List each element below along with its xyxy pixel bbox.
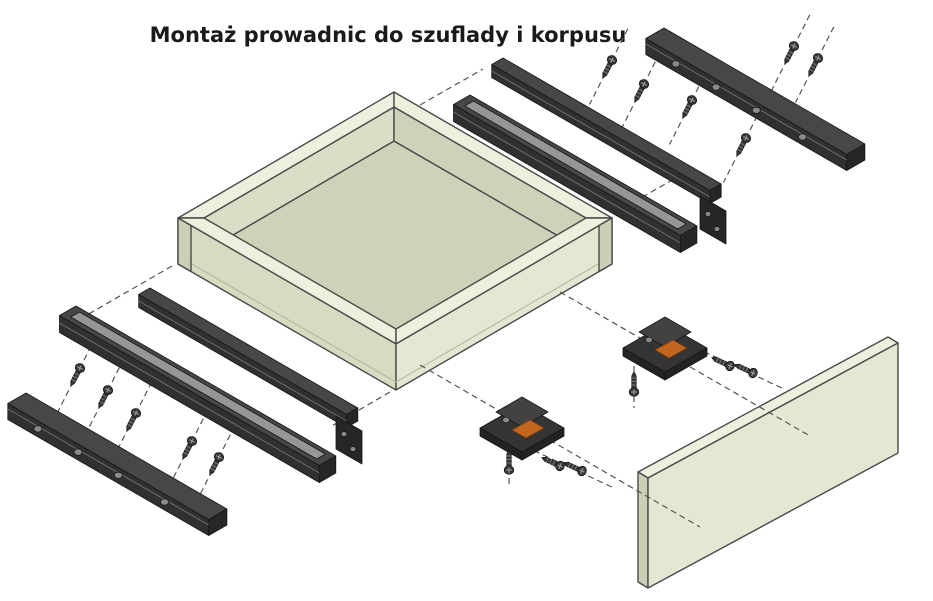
drawer-wall-endcap-left: [177, 217, 192, 273]
cabinet-rail-right: [645, 27, 866, 171]
mounting-hole: [711, 83, 721, 91]
screw: [205, 450, 226, 478]
front-panel-face: [647, 342, 899, 589]
rail-detail-line: [453, 111, 681, 244]
rail-detail-line: [138, 300, 347, 422]
rail-end-face: [208, 508, 228, 536]
rail-channel: [70, 311, 326, 460]
mounting-hole: [671, 60, 681, 68]
rail-end-face: [846, 143, 866, 171]
rail-end-face: [680, 225, 698, 253]
drawer-bottom-groove-left: [177, 255, 397, 383]
rail-detail-line: [491, 70, 711, 198]
screw: [628, 371, 640, 397]
screw: [630, 77, 651, 105]
guide-line: [329, 391, 391, 428]
rail-top-face: [7, 392, 228, 520]
mounting-hole: [113, 471, 123, 479]
rail-rear-hook: [699, 195, 727, 245]
slide-rail-telescopic-right: [453, 94, 727, 253]
screw: [178, 434, 199, 462]
slide-rail-drawer-left: [138, 287, 363, 465]
hook-hole: [349, 446, 357, 452]
mounting-hole: [798, 133, 807, 141]
screw: [122, 406, 143, 434]
cabinet-rail-left: [7, 392, 228, 536]
guide-line: [419, 68, 484, 106]
screw: [94, 383, 115, 411]
screw: [732, 359, 760, 380]
drawer-front-panel: [637, 336, 899, 589]
screw: [561, 457, 589, 478]
diagram-title: Montaż prowadnic do szuflady i korpusu: [150, 23, 627, 47]
front-panel-side-edge: [637, 471, 649, 589]
rail-end-face: [318, 455, 337, 483]
hook-hole: [713, 226, 721, 232]
guide-line: [79, 265, 173, 320]
drawer-box: [177, 91, 613, 391]
rail-front-face: [7, 403, 210, 536]
screw: [732, 131, 753, 159]
mounting-hole: [751, 106, 761, 114]
slide-rail-telescopic-left: [59, 305, 337, 483]
drawer-wall-endcap-right: [598, 217, 613, 273]
mounting-hole: [160, 498, 169, 506]
mounting-hole: [73, 448, 83, 456]
hook-hole: [704, 211, 712, 217]
rail-detail-line: [59, 322, 320, 474]
front-fixing-bracket-right: [622, 316, 708, 381]
mounting-hole: [33, 425, 43, 433]
hook-hole: [340, 431, 348, 437]
screw: [66, 361, 87, 389]
screw: [598, 53, 619, 81]
guide-line: [419, 364, 701, 528]
rail-channel: [464, 100, 687, 230]
screw: [678, 93, 699, 121]
screw: [539, 452, 567, 473]
drawer-bottom-groove-right: [395, 255, 613, 383]
rail-rear-hook: [335, 415, 363, 465]
rail-top-face: [645, 27, 866, 155]
screw: [780, 39, 801, 67]
screw: [804, 51, 825, 79]
